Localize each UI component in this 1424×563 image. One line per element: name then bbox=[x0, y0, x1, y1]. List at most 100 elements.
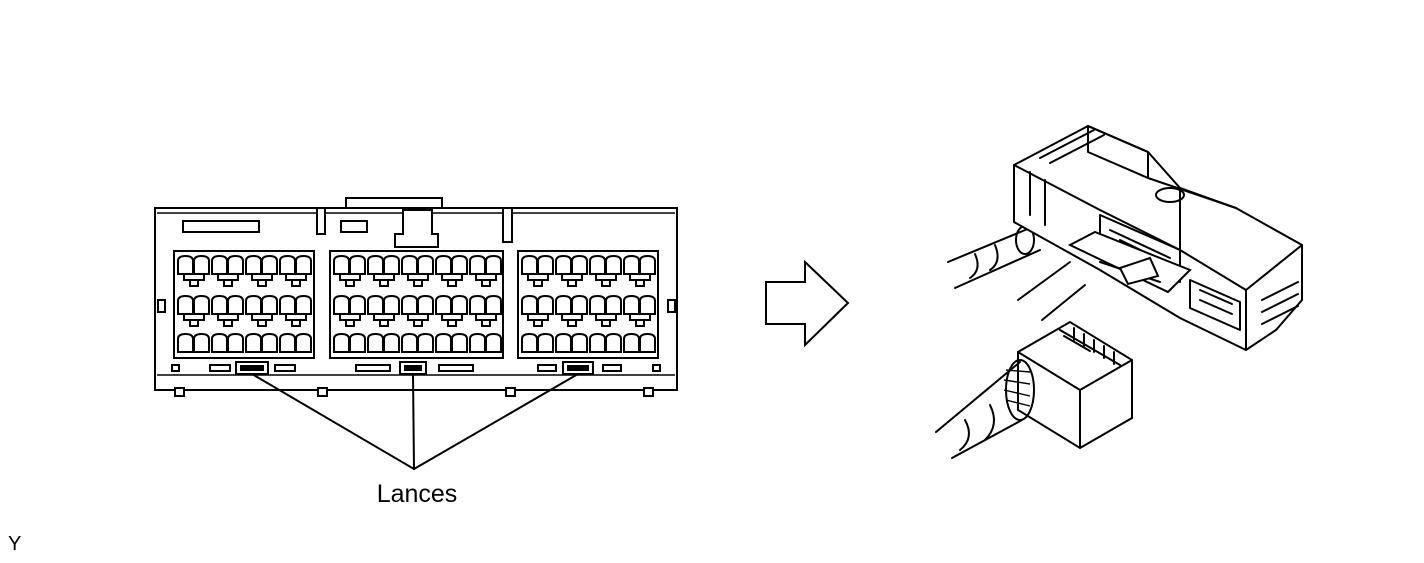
terminal-cavity bbox=[639, 254, 656, 275]
housing-foot bbox=[317, 387, 328, 397]
terminal-cavity bbox=[451, 254, 468, 275]
terminal-cavity bbox=[537, 254, 554, 275]
terminal-stem bbox=[481, 319, 491, 327]
terminal-cavity bbox=[555, 294, 572, 315]
terminal-cavity bbox=[245, 254, 262, 275]
terminal-stem bbox=[447, 319, 457, 327]
terminal-stem bbox=[601, 319, 611, 327]
terminal-cavity bbox=[193, 254, 210, 275]
side-peg bbox=[157, 299, 166, 313]
terminal-stem bbox=[447, 279, 457, 287]
terminal-cavity bbox=[279, 254, 296, 275]
terminal-cavity bbox=[279, 294, 296, 315]
terminal-cavity bbox=[639, 294, 656, 315]
terminal-cavity bbox=[261, 294, 278, 315]
terminal-cavity bbox=[521, 332, 538, 353]
terminal-cavity bbox=[367, 254, 384, 275]
terminal-cavity bbox=[435, 294, 452, 315]
terminal-cavity bbox=[571, 332, 588, 353]
terminal-cavity bbox=[469, 332, 486, 353]
terminal-cavity bbox=[295, 332, 312, 353]
terminal-cavity bbox=[485, 332, 502, 353]
terminal-stem bbox=[345, 279, 355, 287]
terminal-cavity bbox=[383, 294, 400, 315]
bottom-slot bbox=[438, 364, 474, 372]
terminal-cavity bbox=[589, 294, 606, 315]
figure-code-label: Y bbox=[8, 533, 22, 555]
bottom-slot bbox=[652, 364, 661, 372]
terminal-cavity bbox=[295, 294, 312, 315]
terminal-cavity bbox=[261, 332, 278, 353]
terminal-cavity bbox=[333, 294, 350, 315]
terminal-stem bbox=[189, 319, 199, 327]
terminal-block-iso bbox=[935, 320, 1133, 459]
terminal-cavity bbox=[401, 332, 418, 353]
terminal-cavity bbox=[451, 294, 468, 315]
lances-label: Lances bbox=[376, 480, 458, 508]
terminal-cavity bbox=[333, 254, 350, 275]
terminal-cavity bbox=[537, 332, 554, 353]
locking-post bbox=[394, 209, 439, 248]
terminal-cavity bbox=[469, 254, 486, 275]
wire-harness bbox=[947, 225, 1086, 321]
terminal-cavity bbox=[451, 332, 468, 353]
terminal-cavity bbox=[469, 294, 486, 315]
terminal-cavity bbox=[211, 332, 228, 353]
terminal-cavity bbox=[367, 294, 384, 315]
housing-foot bbox=[174, 387, 185, 397]
terminal-cavity bbox=[589, 332, 606, 353]
side-notch bbox=[502, 207, 513, 243]
terminal-stem bbox=[533, 279, 543, 287]
arrow-right-outline-icon bbox=[765, 259, 850, 348]
terminal-cavity bbox=[245, 332, 262, 353]
terminal-cavity bbox=[383, 332, 400, 353]
terminal-cavity bbox=[227, 254, 244, 275]
terminal-stem bbox=[223, 279, 233, 287]
terminal-stem bbox=[257, 319, 267, 327]
terminal-stem bbox=[413, 319, 423, 327]
terminal-cavity bbox=[295, 254, 312, 275]
top-slot bbox=[340, 220, 368, 233]
bottom-slot bbox=[209, 364, 231, 372]
side-notch bbox=[316, 207, 326, 235]
terminal-cavity bbox=[605, 332, 622, 353]
terminal-cavity bbox=[193, 332, 210, 353]
bottom-slot bbox=[537, 364, 557, 372]
lance-right bbox=[562, 361, 594, 375]
terminal-cavity bbox=[227, 294, 244, 315]
terminal-stem bbox=[635, 279, 645, 287]
terminal-stem bbox=[379, 279, 389, 287]
terminal-cavity bbox=[211, 254, 228, 275]
terminal-cavity bbox=[521, 294, 538, 315]
terminal-cavity bbox=[623, 254, 640, 275]
terminal-cavity bbox=[485, 294, 502, 315]
terminal-cavities bbox=[177, 254, 656, 353]
terminal-stem bbox=[257, 279, 267, 287]
terminal-cavity bbox=[435, 254, 452, 275]
terminal-stem bbox=[291, 319, 301, 327]
terminal-cavity bbox=[417, 332, 434, 353]
terminal-cavity bbox=[605, 294, 622, 315]
terminal-stem bbox=[635, 319, 645, 327]
terminal-cavity bbox=[211, 294, 228, 315]
terminal-cavity bbox=[639, 332, 656, 353]
terminal-stem bbox=[189, 279, 199, 287]
terminal-cavity bbox=[279, 332, 296, 353]
terminal-stem bbox=[601, 279, 611, 287]
terminal-cavity bbox=[555, 254, 572, 275]
bottom-slot bbox=[171, 364, 180, 372]
terminal-stem bbox=[567, 319, 577, 327]
terminal-cavity bbox=[401, 294, 418, 315]
bottom-slot bbox=[355, 364, 391, 372]
connector-front-view bbox=[154, 197, 678, 470]
terminal-cavity bbox=[367, 332, 384, 353]
terminal-block-body bbox=[1017, 320, 1133, 450]
bottom-slot bbox=[602, 364, 622, 372]
lances-leader-lines bbox=[251, 373, 579, 470]
housing-foot bbox=[643, 387, 654, 397]
terminal-cavity bbox=[193, 294, 210, 315]
terminal-cavity bbox=[589, 254, 606, 275]
terminal-stem bbox=[567, 279, 577, 287]
terminal-cavity bbox=[261, 254, 278, 275]
